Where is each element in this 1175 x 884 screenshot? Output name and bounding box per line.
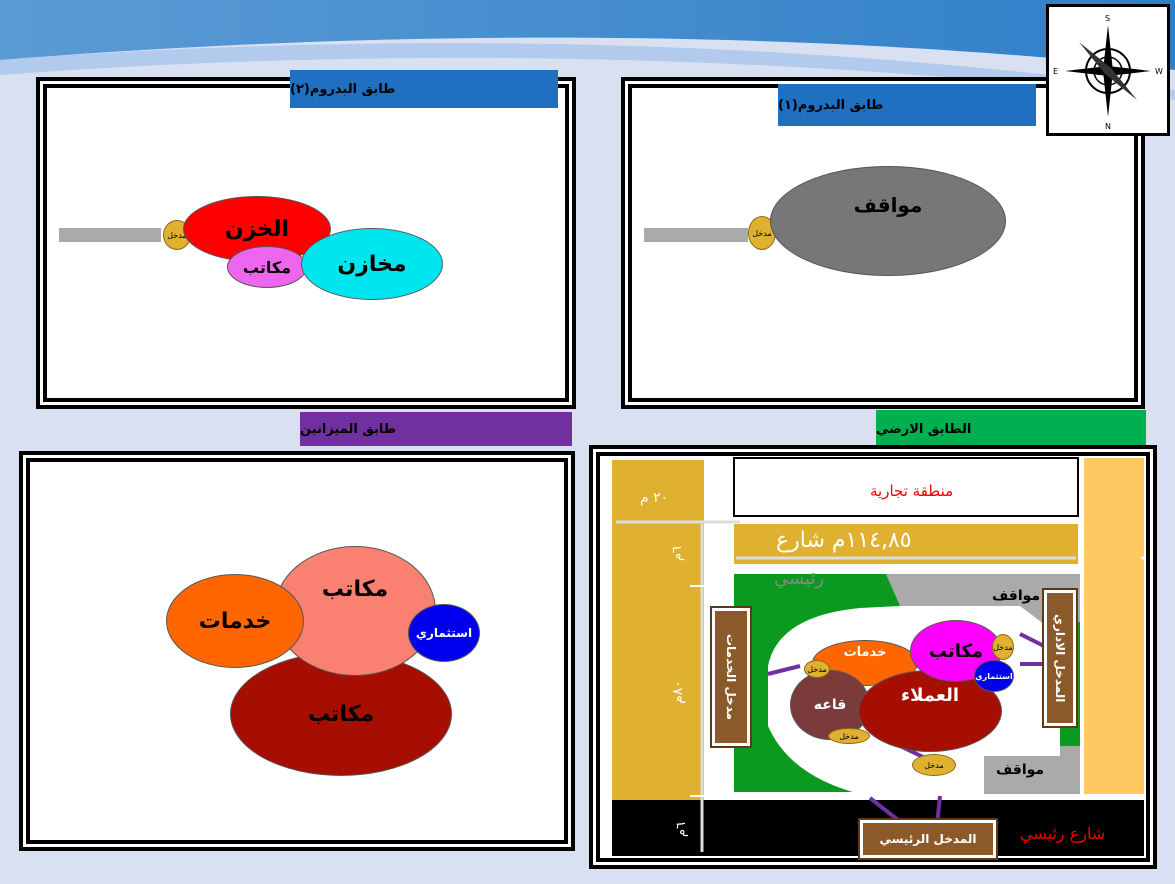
mezzanine-panel: مكاتب مكاتب خدمات استثماري: [26, 458, 568, 844]
ground-entry-3: مدخل: [912, 754, 956, 776]
ground-title: الطابق الارضي: [876, 410, 1146, 448]
ground-dim-small-top: ٦م: [670, 545, 686, 562]
mezzanine-investment-bubble: استثماري: [408, 604, 480, 662]
compass-e: E: [1053, 67, 1058, 76]
compass-w: W: [1155, 67, 1163, 76]
ground-admin-entry-label: المدخل الاداري: [1042, 588, 1078, 728]
ground-admin-entry-text: المدخل الاداري: [1053, 613, 1067, 703]
ground-hall-label: قاعه: [813, 697, 847, 713]
compass-s: S: [1105, 14, 1110, 23]
compass-box: S N E W: [1046, 4, 1170, 136]
mezzanine-offices-top-label: مكاتب: [321, 577, 389, 602]
basement1-parking-bubble: مواقف: [770, 166, 1006, 276]
ground-street-main-top: رئيسي: [774, 568, 825, 589]
basement2-offices-bubble: مكاتب: [227, 246, 307, 288]
mezzanine-offices-bottom-label: مكاتب: [307, 701, 375, 727]
ground-dim-small-bottom: ٦م: [674, 821, 690, 838]
ground-dim-20: ٢٠ م: [640, 490, 669, 506]
ground-main-entry-text: المدخل الرئيسي: [879, 832, 977, 846]
ground-street-length: ١١٤,٨٥م شارع: [776, 528, 912, 553]
basement2-ramp: [59, 228, 161, 242]
compass-n: N: [1105, 122, 1111, 131]
mezzanine-services-bubble: خدمات: [166, 574, 304, 668]
ground-commercial-zone-label: منطقة تجارية: [870, 482, 954, 500]
ground-service-entry-text: مدخل الخدمات: [724, 633, 738, 721]
ground-offices-label: مكاتب: [928, 640, 984, 662]
ground-parking-top-label: مواقف: [992, 588, 1041, 604]
ground-investment-label: استثماري: [975, 671, 1013, 681]
mezzanine-services-label: خدمات: [198, 608, 272, 634]
basement2-offices-label: مكاتب: [242, 257, 292, 277]
basement2-stores-label: مخازن: [337, 251, 407, 277]
basement1-ramp: [644, 228, 748, 242]
ground-entry-1: مدخل: [804, 660, 830, 678]
basement2-panel: مدخل الخزن مكاتب مخازن: [43, 84, 569, 402]
basement2-title: طابق البدروم(٢): [290, 70, 558, 108]
ground-clients-label: العملاء: [900, 685, 960, 706]
ground-services-label: خدمات: [843, 645, 887, 660]
basement1-parking-label: مواقف: [853, 193, 923, 217]
ground-investment-bubble: استثماري: [974, 660, 1014, 692]
ground-entry-4: مدخل: [992, 634, 1014, 660]
ground-dim-80: ٨٠م: [669, 680, 686, 704]
ground-panel: منطقة تجارية ٢٠ م ١١٤,٨٥م شارع رئيسي ٦م …: [596, 452, 1150, 862]
compass-rose-icon: S N E W: [1053, 14, 1163, 131]
basement2-stores-bubble: مخازن: [301, 228, 443, 300]
ground-main-street-bottom: شارع رئيسي: [1020, 824, 1106, 843]
basement2-storage-label: الخزن: [224, 216, 290, 242]
ground-entry-2: مدخل: [828, 728, 870, 744]
ground-parking-bottom-label: مواقف: [996, 762, 1045, 778]
ground-service-entry-label: مدخل الخدمات: [710, 606, 752, 748]
mezzanine-title: طابق الميزانين: [300, 412, 572, 446]
ground-main-entry-label: المدخل الرئيسي: [858, 818, 998, 860]
basement1-panel: مدخل مواقف: [628, 84, 1138, 402]
basement1-title: طابق البدروم(١): [778, 84, 1036, 126]
mezzanine-investment-label: استثماري: [415, 626, 473, 640]
